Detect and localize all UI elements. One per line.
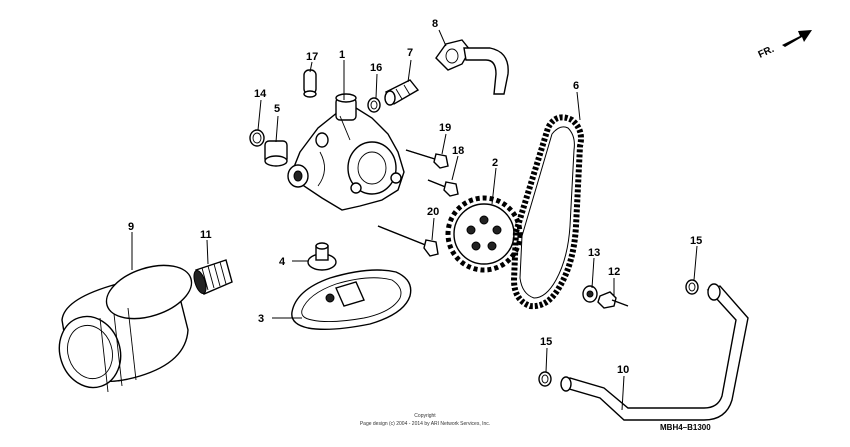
- front-direction-indicator: FR.: [757, 30, 812, 61]
- part-2-sprocket[interactable]: [445, 195, 523, 273]
- part-11-threaded-nipple[interactable]: [192, 259, 233, 295]
- part-7-joint-pipe[interactable]: [384, 79, 420, 106]
- callout-9: 9: [128, 221, 134, 233]
- callout-13: 13: [588, 247, 600, 259]
- callout-8: 8: [432, 18, 438, 30]
- part-9-oil-filter[interactable]: [50, 256, 198, 396]
- callout-19: 19: [439, 122, 451, 134]
- callout-18: 18: [452, 145, 464, 157]
- callout-16: 16: [370, 62, 382, 74]
- callout-20: 20: [427, 206, 439, 218]
- callout-10: 10: [617, 364, 629, 376]
- part-16-o-ring[interactable]: [367, 97, 381, 113]
- part-1-oil-pump[interactable]: [287, 93, 405, 211]
- fr-label: FR.: [757, 44, 776, 61]
- leader-lines: [131, 29, 698, 411]
- part-19-bolt[interactable]: [405, 149, 449, 169]
- copyright-title: Copyright: [414, 413, 436, 419]
- callout-5: 5: [274, 103, 280, 115]
- callout-7: 7: [407, 47, 413, 59]
- part-13-washer[interactable]: [582, 285, 598, 303]
- part-14-o-ring[interactable]: [249, 129, 265, 147]
- copyright-notice: Page design (c) 2004 - 2014 by ARI Netwo…: [360, 421, 490, 427]
- callout-numbers: 1 2 3 4 5 6 7 8 9 10 11 12 13 14 15 15 1…: [128, 18, 702, 376]
- part-12-bolt[interactable]: [597, 291, 629, 309]
- callout-4: 4: [279, 256, 286, 268]
- front-arrow-icon: [782, 30, 812, 47]
- part-3-oil-strainer[interactable]: [291, 269, 412, 331]
- callout-2: 2: [492, 157, 498, 169]
- part-20-bolt[interactable]: [377, 225, 439, 257]
- callout-11: 11: [200, 229, 212, 241]
- part-15-washer-upper[interactable]: [685, 279, 699, 295]
- callout-14: 14: [254, 88, 267, 100]
- part-5-collar[interactable]: [264, 140, 288, 167]
- part-8-oil-pipe[interactable]: [435, 39, 509, 95]
- part-10-oil-pipe[interactable]: [560, 283, 749, 421]
- diagram-code: MBH4–B1300: [660, 423, 711, 432]
- part-18-bolt[interactable]: [427, 179, 459, 197]
- part-4-oil-seal[interactable]: [307, 242, 337, 271]
- callout-15-upper: 15: [690, 235, 702, 247]
- callout-1: 1: [339, 49, 345, 61]
- callout-12: 12: [608, 266, 620, 278]
- callout-17: 17: [306, 51, 318, 63]
- callout-3: 3: [258, 313, 264, 325]
- part-15-washer-lower[interactable]: [538, 371, 552, 387]
- part-6-chain[interactable]: [510, 114, 584, 310]
- callout-6: 6: [573, 80, 579, 92]
- part-17-dowel-pin[interactable]: [303, 69, 317, 98]
- callout-15-lower: 15: [540, 336, 552, 348]
